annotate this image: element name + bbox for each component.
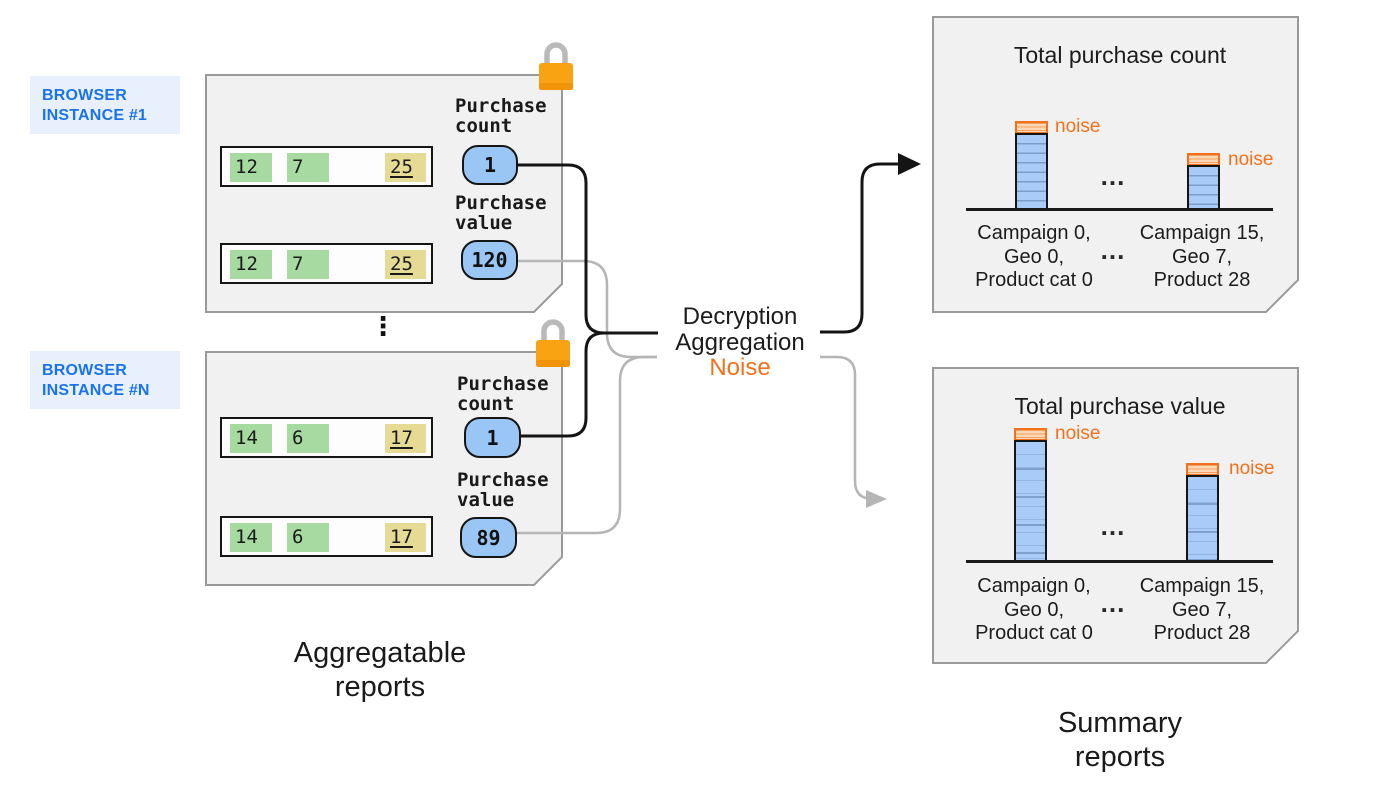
arrow-gray-icon <box>866 490 887 508</box>
x-axis-label-group: Campaign 15, Geo 7, Product 28 <box>1139 575 1265 644</box>
bucket-cell-yellow: 25 <box>385 250 426 279</box>
bucket-cell-green: 12 <box>230 153 272 182</box>
bucket-cell-green: 7 <box>287 250 329 279</box>
purchase-value-label: Purchase value <box>457 469 549 511</box>
bucket-cell-yellow: 17 <box>385 424 426 453</box>
flow-line-value-n <box>515 355 657 535</box>
purchase-value-bubble: 120 <box>461 240 518 280</box>
chart-title-value: Total purchase value <box>1014 393 1226 419</box>
histogram-row: 14 6 17 <box>220 417 433 458</box>
pipeline-decryption: Decryption <box>682 303 798 330</box>
flow-line-count-n <box>519 331 605 438</box>
dots-between-labels: ... <box>1100 588 1126 618</box>
dots-between-labels: ... <box>1100 235 1126 265</box>
x-axis-label-group: Campaign 0, Geo 0, Product cat 0 <box>975 575 1093 644</box>
noise-cap <box>1014 428 1047 441</box>
noise-label: noise <box>1055 116 1101 137</box>
noise-label: noise <box>1228 149 1274 170</box>
x-axis-label-group: Campaign 15, Geo 7, Product 28 <box>1139 222 1265 291</box>
flow-line-count-1 <box>517 163 658 335</box>
browser-instance-n-label-line1: BROWSER <box>42 362 127 379</box>
histogram-row: 14 6 17 <box>220 516 433 557</box>
flow-line-value-out <box>820 355 874 501</box>
bucket-cell-green: 14 <box>230 523 272 552</box>
bucket-cell-green: 14 <box>230 424 272 453</box>
purchase-count-bubble: 1 <box>462 145 518 185</box>
browser-instance-n-label: BROWSER INSTANCE #N <box>30 351 180 409</box>
bar-value-2 <box>1186 475 1219 562</box>
purchase-count-label: Purchase count <box>455 95 547 137</box>
lock-icon-1 <box>539 42 573 90</box>
pipeline-label: Decryption Aggregation Noise <box>636 304 844 381</box>
noise-cap <box>1187 153 1220 166</box>
bar-value-1 <box>1014 440 1047 562</box>
axis-line <box>966 560 1273 563</box>
dots-between-bars: ... <box>1100 511 1126 541</box>
purchase-count-bubble: 1 <box>464 417 521 458</box>
arrow-black-icon <box>898 153 921 175</box>
bucket-cell-green: 12 <box>230 250 272 279</box>
purchase-value-label: Purchase value <box>455 192 547 234</box>
purchase-value-bubble: 89 <box>460 517 517 558</box>
noise-label: noise <box>1229 458 1275 479</box>
bucket-cell-green: 6 <box>287 424 329 453</box>
bucket-cell-green: 7 <box>287 153 329 182</box>
x-axis-label-group: Campaign 0, Geo 0, Product cat 0 <box>975 222 1093 291</box>
histogram-row: 12 7 25 <box>220 243 433 284</box>
browser-instance-n-label-line2: INSTANCE #N <box>42 381 150 399</box>
histogram-row: 12 7 25 <box>220 146 433 187</box>
bucket-cell-green: 6 <box>287 523 329 552</box>
browser-instance-1-label: BROWSER INSTANCE #1 <box>30 76 180 134</box>
noise-cap <box>1015 121 1048 134</box>
lock-icon-n <box>536 319 570 367</box>
pipeline-aggregation: Aggregation <box>675 328 805 356</box>
pipeline-noise: Noise <box>709 354 771 381</box>
flow-line-value-1 <box>516 259 657 359</box>
dots-between-bars: ... <box>1100 161 1126 191</box>
noise-cap <box>1186 463 1219 476</box>
browser-instance-1-label-line2: INSTANCE #1 <box>42 106 148 124</box>
bucket-cell-yellow: 17 <box>385 523 426 552</box>
noise-label: noise <box>1055 423 1101 444</box>
caption-summary-reports: Summary reports <box>1057 707 1183 773</box>
browser-instance-1-label-line1: BROWSER <box>42 87 127 104</box>
axis-line <box>966 208 1273 211</box>
caption-aggregatable-reports: Aggregatable reports <box>293 637 467 703</box>
flow-line-count-out <box>820 162 899 334</box>
chart-title-count: Total purchase count <box>1013 42 1227 68</box>
bar-count-2 <box>1187 165 1220 210</box>
purchase-count-label: Purchase count <box>457 373 549 415</box>
vertical-ellipsis: ⋮ <box>370 312 396 342</box>
bucket-cell-yellow: 25 <box>385 153 426 182</box>
bar-count-1 <box>1015 133 1048 210</box>
summary-box-count <box>932 16 1299 313</box>
